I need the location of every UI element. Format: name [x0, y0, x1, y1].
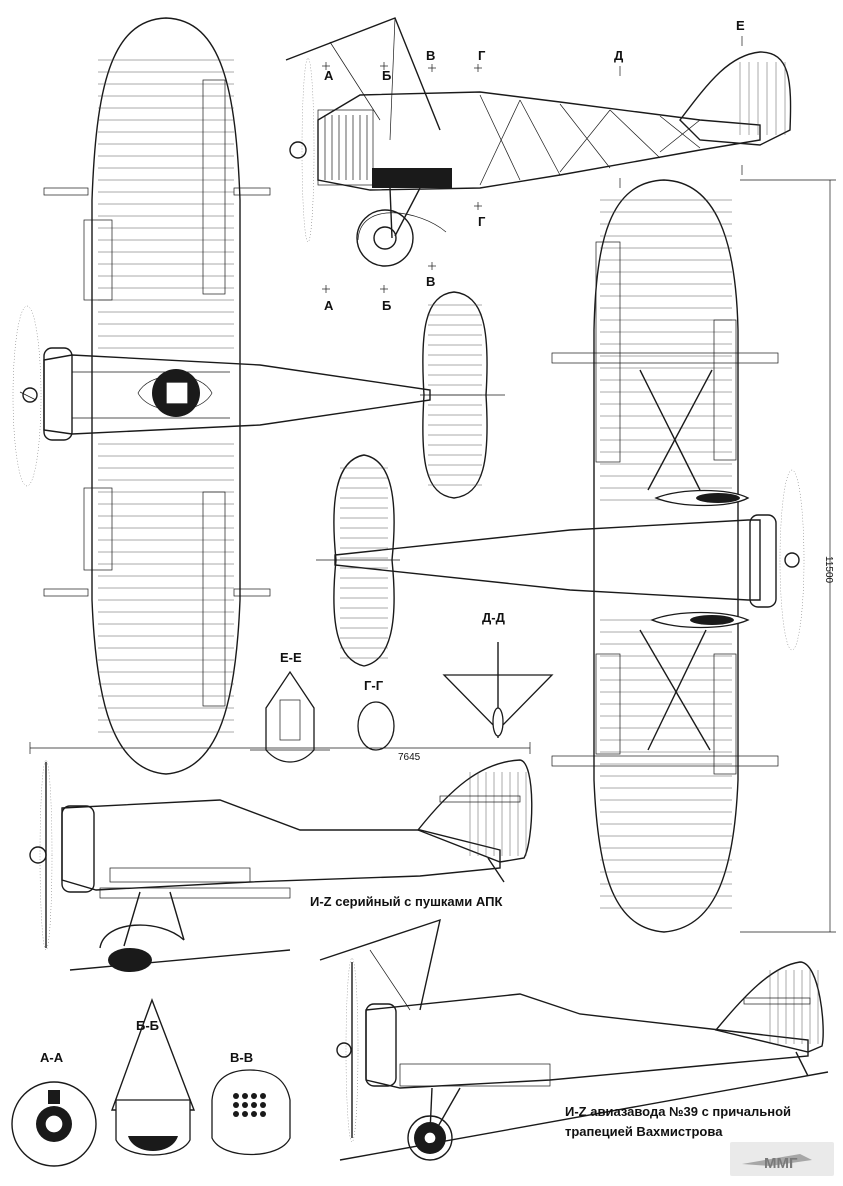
marker-v-top: В	[426, 48, 435, 63]
bottom-view-planform: 11500	[316, 179, 836, 933]
section-v-v-label: В-В	[230, 1050, 253, 1065]
marker-a-top: А	[324, 68, 334, 83]
section-a-a-label: А-А	[40, 1050, 64, 1065]
instrument-dial	[260, 1111, 266, 1117]
instrument-dial	[242, 1102, 248, 1108]
rib-line	[609, 109, 661, 159]
watermark-text: ММГ	[764, 1155, 798, 1172]
instrument-dial	[251, 1111, 257, 1117]
marker-d-top: Д	[614, 48, 624, 63]
marker-v-bottom: В	[426, 274, 435, 289]
marker-b-bottom: Б	[382, 298, 391, 313]
instrument-dial	[233, 1093, 239, 1099]
top-view-planform	[12, 17, 505, 775]
rib-line	[659, 119, 701, 153]
section-b-b-label: Б-Б	[136, 1018, 159, 1033]
section-v-v: В-В	[211, 1050, 291, 1156]
rib-line	[519, 99, 561, 176]
instrument-dial	[251, 1093, 257, 1099]
rib-line	[479, 99, 521, 186]
marker-g-top: Г	[478, 48, 486, 63]
span-dimension: 11500	[823, 556, 834, 584]
caption-zavod-line2: трапецией Вахмистрова	[565, 1124, 723, 1139]
instrument-dial	[233, 1102, 239, 1108]
instrument-dial	[233, 1111, 239, 1117]
rib-line	[559, 109, 611, 173]
section-b-b: Б-Б	[111, 997, 196, 1156]
length-value: 7645	[398, 752, 421, 763]
rib-line	[659, 115, 701, 149]
side-cutaway-view: А А Б Б В В Г Г Д Е	[285, 17, 792, 313]
caption-serial: И-Z серийный с пушками АПК	[310, 894, 502, 909]
rib-line	[479, 94, 521, 181]
marker-a-bottom: А	[324, 298, 334, 313]
side-view-serial: И-Z серийный с пушками АПК	[29, 759, 533, 972]
section-e-e: Е-Е	[250, 650, 330, 763]
instrument-dial	[242, 1093, 248, 1099]
marker-e-top: Е	[736, 18, 745, 33]
watermark: ММГ	[730, 1142, 834, 1176]
instrument-dial	[260, 1093, 266, 1099]
section-d-d-label: Д-Д	[482, 610, 506, 625]
instrument-dial	[242, 1111, 248, 1117]
section-g-g: Г-Г	[357, 678, 395, 751]
instrument-dial	[260, 1102, 266, 1108]
caption-zavod-line1: И-Z авиазавода №39 с причальной	[565, 1104, 791, 1119]
section-a-a: А-А	[11, 1050, 97, 1167]
section-d-d: Д-Д	[442, 610, 554, 738]
instrument-dial	[251, 1102, 257, 1108]
section-g-g-label: Г-Г	[364, 678, 384, 693]
length-dimension: 7645	[29, 742, 531, 763]
rib-line	[559, 103, 611, 169]
side-view-zavod39: И-Z авиазавода №39 с причальной трапецие…	[319, 918, 829, 1161]
section-e-e-label: Е-Е	[280, 650, 302, 665]
marker-g-bottom: Г	[478, 214, 486, 229]
marker-b-top: Б	[382, 68, 391, 83]
